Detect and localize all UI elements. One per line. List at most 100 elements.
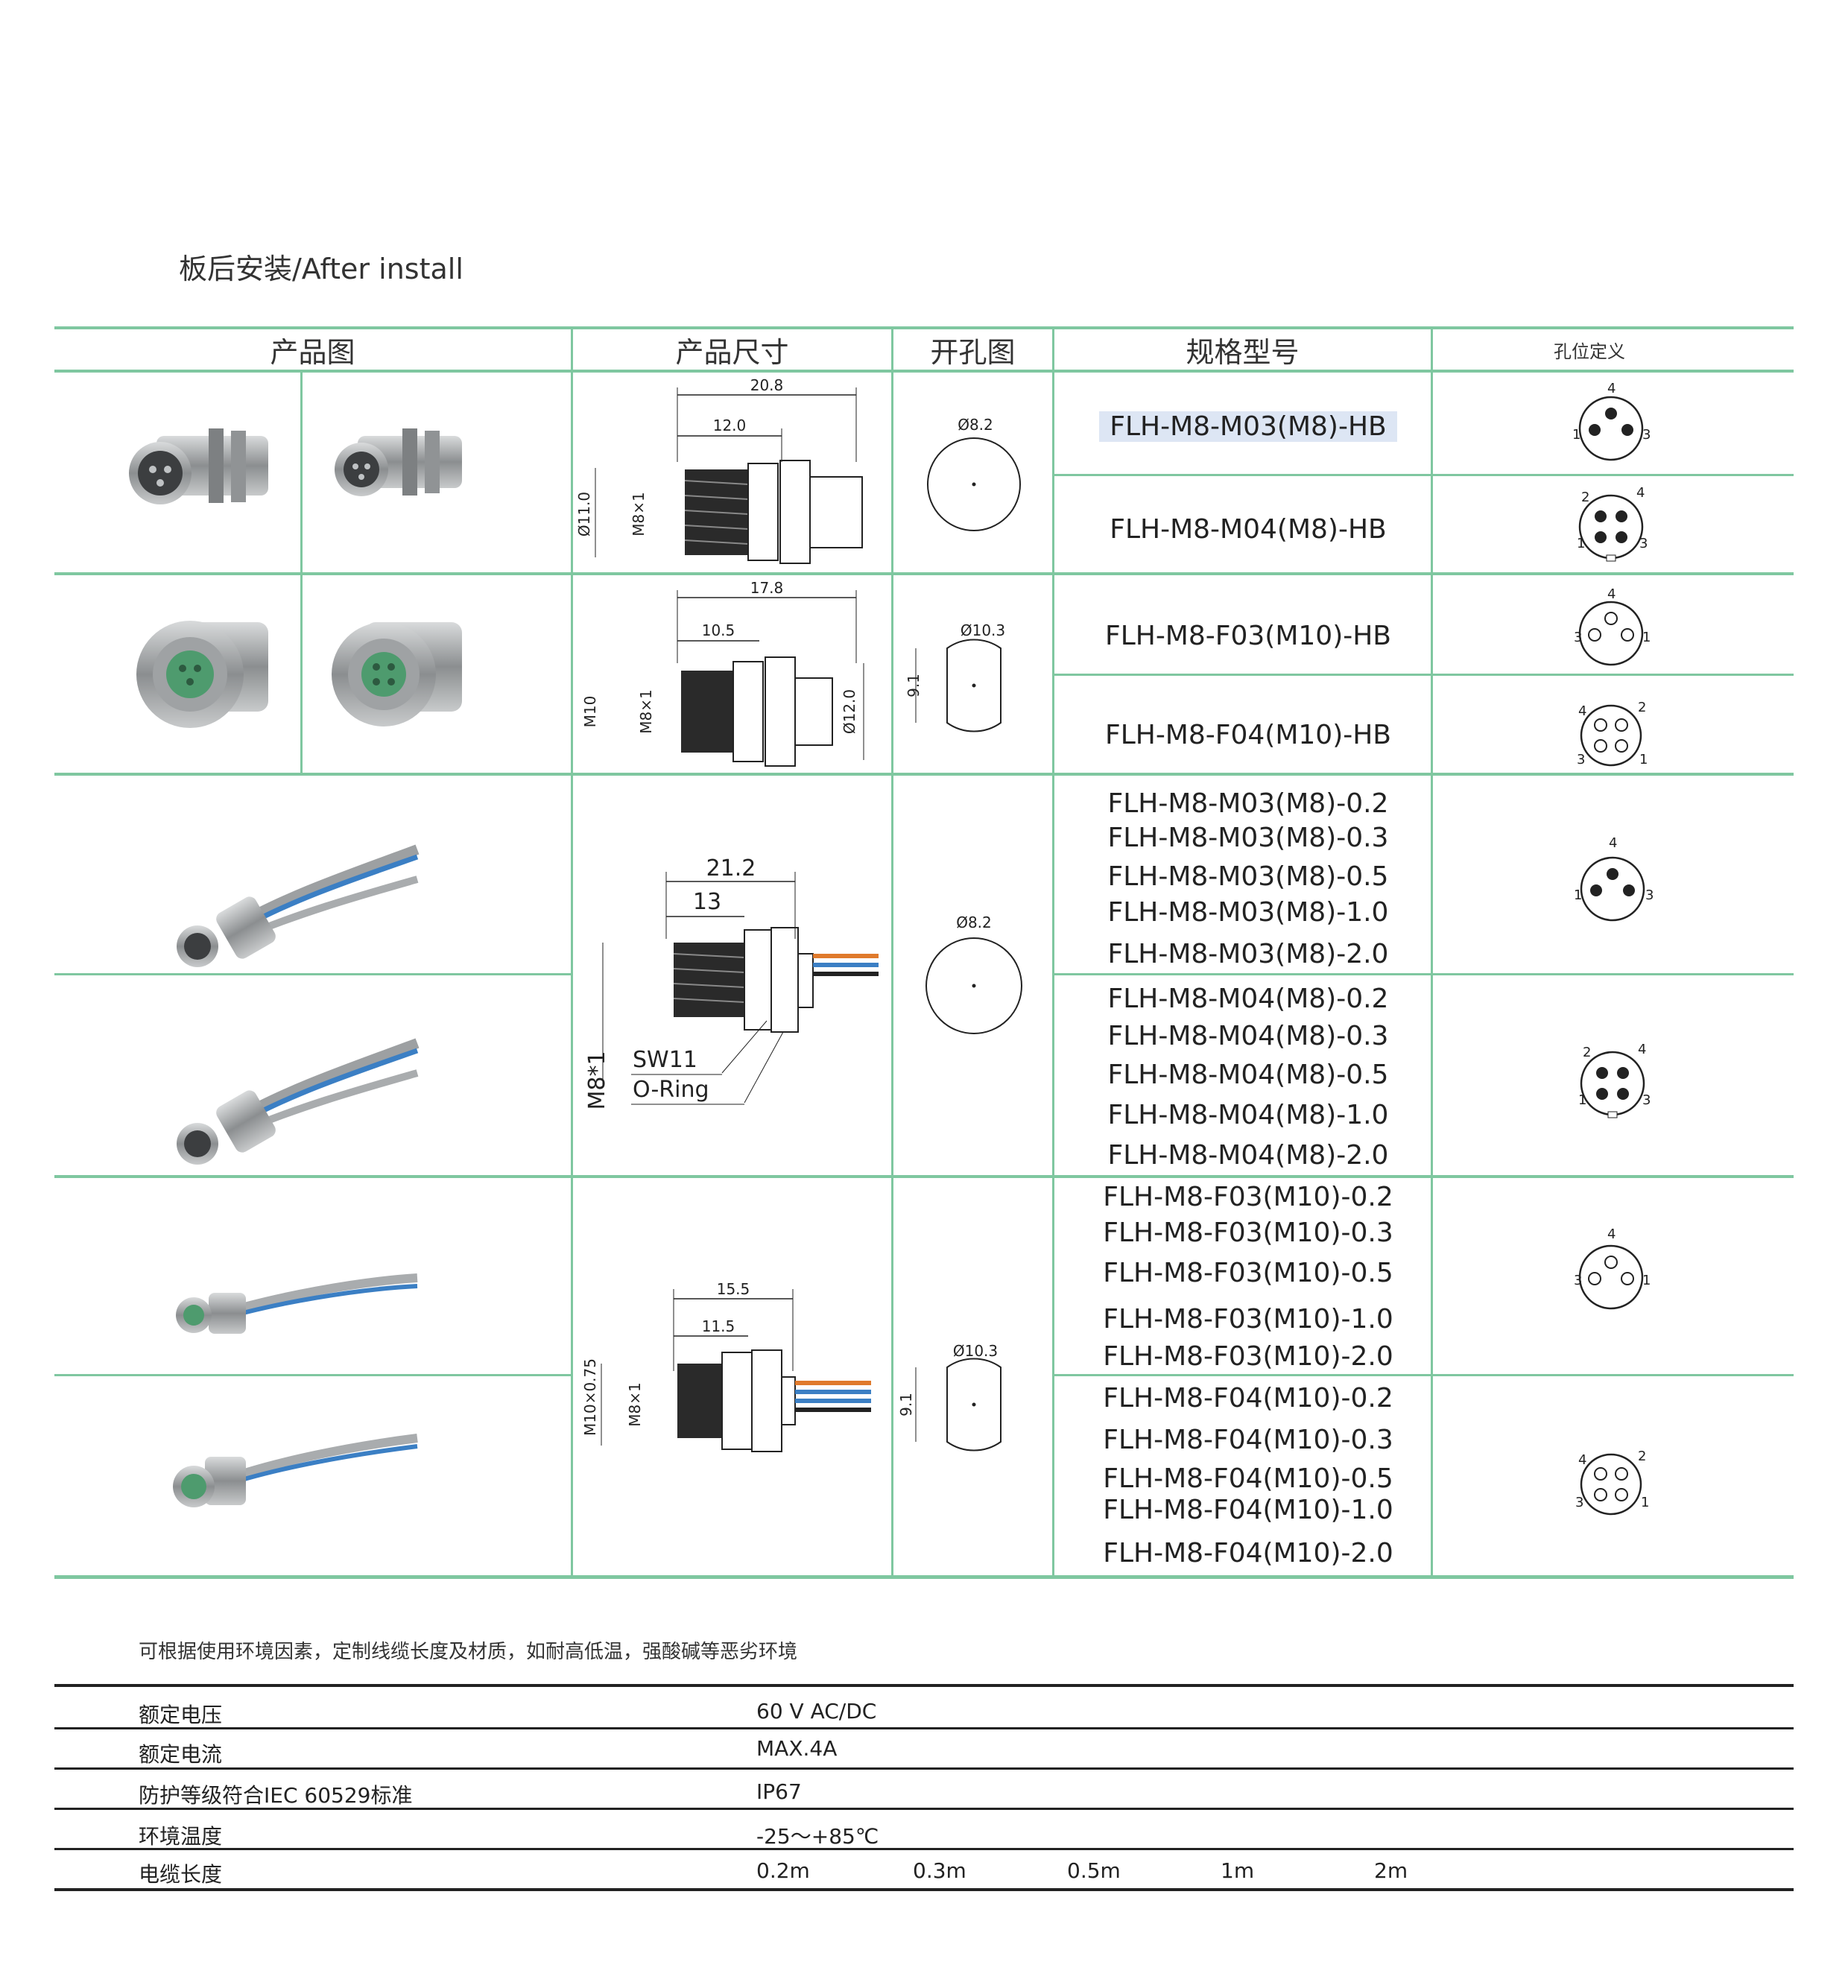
dim-thread-label: M8×1 (637, 689, 655, 733)
pin-diagram-male-3: 4 1 3 (1572, 381, 1651, 461)
svg-text:1: 1 (1639, 752, 1648, 767)
pin-diagram-cabled-male-4: 2 4 1 3 (1578, 1042, 1651, 1118)
model-row3b-4: FLH-M8-M04(M8)-1.0 (1107, 1100, 1389, 1130)
hole-diagram-row3: Ø8.2 (925, 914, 1022, 1034)
model-row4b-1: FLH-M8-F04(M10)-0.2 (1103, 1383, 1393, 1414)
header-product-size: 产品尺寸 (675, 335, 789, 369)
model-row4b-3: FLH-M8-F04(M10)-0.5 (1103, 1463, 1393, 1494)
model-row2-a: FLH-M8-F03(M10)-HB (1104, 621, 1391, 651)
svg-text:4: 4 (1578, 1452, 1586, 1468)
model-row3a-1: FLH-M8-M03(M8)-0.2 (1107, 788, 1389, 819)
svg-text:3: 3 (1642, 1092, 1651, 1108)
svg-text:1: 1 (1577, 536, 1585, 551)
header-model: 规格型号 (1186, 335, 1300, 369)
oring-label: O-Ring (633, 1077, 709, 1103)
svg-text:1: 1 (1642, 1273, 1651, 1288)
pin-diagram-female-3: 4 3 1 (1574, 586, 1651, 666)
model-row4b-2: FLH-M8-F04(M10)-0.3 (1103, 1425, 1393, 1455)
table-top-line (54, 326, 1794, 329)
header-bottom-line (54, 370, 1794, 373)
spec-value-voltage: 60 V AC/DC (756, 1699, 877, 1723)
header-hole-diagram: 开孔图 (930, 335, 1016, 369)
svg-text:1: 1 (1578, 1092, 1586, 1108)
model-row4a-1: FLH-M8-F03(M10)-0.2 (1103, 1182, 1393, 1212)
product-photo-female-front (136, 621, 268, 728)
svg-text:4: 4 (1638, 1042, 1646, 1057)
svg-text:1: 1 (1574, 887, 1582, 903)
spec-value-cable-length-3: 0.5m (1067, 1858, 1121, 1883)
spec-value-cable-length-4: 1m (1221, 1858, 1255, 1883)
model-row4a-4: FLH-M8-F03(M10)-1.0 (1103, 1304, 1393, 1335)
svg-text:3: 3 (1639, 536, 1648, 551)
hole-diameter-label: Ø8.2 (956, 914, 992, 931)
hole-diameter-label: Ø10.3 (953, 1342, 998, 1360)
row2-bottom-line (54, 773, 1794, 776)
model-row3b-1: FLH-M8-M04(M8)-0.2 (1107, 984, 1389, 1014)
spec-label-temperature: 环境温度 (139, 1824, 223, 1849)
model-row4a-5: FLH-M8-F03(M10)-2.0 (1103, 1341, 1393, 1372)
hole-diameter-label: Ø8.2 (958, 416, 993, 434)
product-photo-female-side (332, 622, 462, 726)
dim-diameter-left: M10×0.75 (581, 1358, 599, 1436)
row1-bottom-line (54, 572, 1794, 575)
dim-total: 20.8 (750, 376, 784, 394)
spec-value-cable-length-2: 0.3m (913, 1858, 966, 1883)
model-row3a-2: FLH-M8-M03(M8)-0.3 (1107, 823, 1389, 853)
spec-label-cable-length: 电缆长度 (139, 1862, 223, 1887)
model-row3a-3: FLH-M8-M03(M8)-0.5 (1107, 861, 1389, 892)
dim-thread-length: 11.5 (702, 1317, 735, 1335)
model-row3a-4: FLH-M8-M03(M8)-1.0 (1107, 897, 1389, 928)
hole-diagram-row2: Ø10.3 9.1 (905, 621, 1005, 732)
product-photo-cabled-male-3pin (177, 844, 420, 967)
model-row3a-5: FLH-M8-M03(M8)-2.0 (1107, 939, 1389, 969)
svg-text:4: 4 (1607, 586, 1616, 602)
header-product-image: 产品图 (270, 335, 355, 369)
svg-text:3: 3 (1574, 630, 1582, 645)
svg-text:1: 1 (1641, 1495, 1649, 1510)
pin-diagram-male-4: 2 4 1 3 (1577, 485, 1648, 562)
svg-text:4: 4 (1607, 381, 1616, 396)
dim-thread-length: 10.5 (702, 621, 735, 639)
dim-thread-length: 12.0 (713, 417, 747, 434)
model-row4b-5: FLH-M8-F04(M10)-2.0 (1103, 1538, 1393, 1568)
customization-note: 可根据使用环境因素，定制线缆长度及材质，如耐高低温，强酸碱等恶劣环境 (139, 1641, 798, 1663)
spec-label-voltage: 额定电压 (139, 1703, 223, 1727)
model-row3b-2: FLH-M8-M04(M8)-0.3 (1107, 1021, 1389, 1051)
table-bottom-line (54, 1575, 1794, 1579)
svg-text:4: 4 (1607, 1226, 1616, 1242)
svg-text:2: 2 (1638, 1449, 1646, 1464)
model-row1-b: FLH-M8-M04(M8)-HB (1110, 514, 1387, 545)
pin-diagram-cabled-female-3: 4 3 1 (1574, 1226, 1651, 1310)
spec-label-current: 额定电流 (139, 1742, 223, 1767)
model-row2-b: FLH-M8-F04(M10)-HB (1104, 720, 1391, 750)
spec-value-cable-length-5: 2m (1374, 1858, 1408, 1883)
hole-diagram-row1: Ø8.2 (927, 416, 1021, 531)
dim-diameter-left: M10 (581, 696, 599, 728)
dimension-drawing-row4: 15.5 11.5 M10×0.75 M8×1 (581, 1280, 871, 1452)
model-row3b-5: FLH-M8-M04(M8)-2.0 (1107, 1140, 1389, 1171)
dim-diameter-right: Ø12.0 (841, 689, 858, 734)
product-photo-cabled-female-4pin (173, 1434, 418, 1507)
model-row1-a: FLH-M8-M03(M8)-HB (1099, 411, 1397, 442)
svg-text:2: 2 (1581, 490, 1589, 505)
row3-bottom-line (54, 1175, 1794, 1178)
dim-thread-label: M8×1 (630, 492, 648, 536)
dim-thread-length: 13 (693, 889, 721, 915)
svg-text:2: 2 (1583, 1045, 1591, 1060)
product-photo-cabled-female-3pin (176, 1273, 418, 1334)
hole-diagram-row4: Ø10.3 9.1 (897, 1342, 1001, 1452)
dimension-drawing-row3: 21.2 13 M8*1 SW11 O-Ring (584, 855, 879, 1110)
svg-text:3: 3 (1577, 752, 1585, 767)
product-photo-male-side (335, 428, 462, 496)
svg-text:4: 4 (1636, 485, 1645, 501)
svg-text:3: 3 (1574, 1273, 1582, 1288)
hole-diameter-label: Ø10.3 (961, 621, 1005, 639)
sw-label: SW11 (633, 1047, 697, 1073)
svg-text:3: 3 (1642, 427, 1651, 443)
hole-flat-label: 9.1 (905, 674, 923, 697)
svg-text:4: 4 (1609, 835, 1617, 851)
dim-thread-label: M8×1 (626, 1382, 644, 1426)
svg-text:4: 4 (1578, 703, 1586, 719)
dimension-drawing-row2: 17.8 10.5 M10 M8×1 Ø12.0 (581, 579, 864, 767)
spec-value-current: MAX.4A (756, 1736, 838, 1761)
